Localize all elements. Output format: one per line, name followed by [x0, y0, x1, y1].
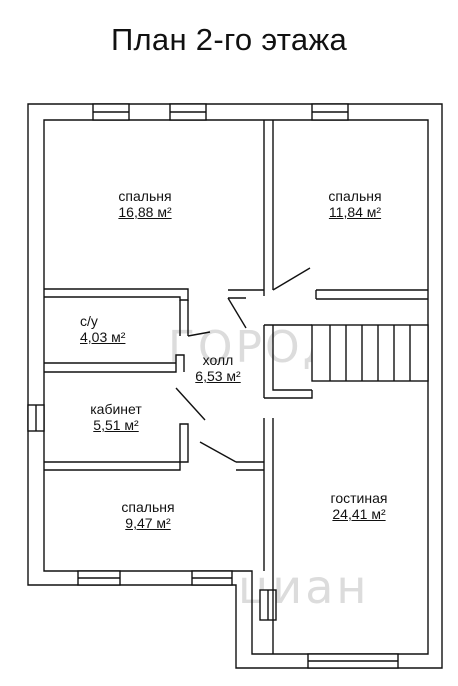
staircase — [311, 324, 429, 382]
room-area: 24,41 м² — [332, 506, 386, 522]
window-left — [27, 404, 45, 432]
window-top-3 — [311, 103, 349, 121]
wall-bedrooms-divider — [263, 120, 274, 296]
room-living: гостиная 24,41 м² — [314, 490, 404, 522]
room-area: 6,53 м² — [195, 368, 241, 384]
door-swing-bathroom — [187, 331, 211, 337]
wall-bedroom1-bottom — [44, 288, 189, 301]
room-hall: холл 6,53 м² — [188, 352, 248, 384]
wall-office-bottom — [44, 423, 189, 471]
wall-hall-top — [228, 289, 264, 299]
wall-hall-left — [179, 300, 189, 336]
wall-bedroom2-bottom — [315, 289, 428, 300]
room-name: спальня — [328, 188, 382, 204]
room-name: холл — [202, 352, 234, 368]
door-swing-bedroom2 — [272, 267, 311, 291]
room-area: 16,88 м² — [118, 204, 172, 220]
room-office: кабинет 5,51 м² — [76, 401, 156, 433]
window-bottom-1 — [77, 570, 121, 586]
room-name: с/у — [80, 313, 98, 329]
window-bottom-2 — [191, 570, 233, 586]
window-top-2 — [169, 103, 207, 121]
wall-hall-bottom — [236, 461, 264, 471]
window-step — [259, 589, 277, 621]
room-area: 11,84 м² — [328, 204, 382, 220]
room-name: спальня — [118, 188, 172, 204]
outer-wall-outer — [27, 103, 443, 669]
window-top-1 — [92, 103, 130, 121]
wall-living-left — [263, 418, 274, 654]
room-bedroom-3: спальня 9,47 м² — [108, 499, 188, 531]
room-area: 4,03 м² — [80, 329, 126, 345]
room-area: 9,47 м² — [125, 515, 171, 531]
window-bottom-3 — [307, 653, 399, 669]
room-bedroom-2: спальня 11,84 м² — [310, 188, 400, 220]
door-swing-bedroom3 — [199, 441, 237, 463]
plan-title: План 2-го этажа — [110, 22, 348, 57]
outer-wall-inner — [43, 119, 429, 655]
wall-bathroom-bottom — [44, 354, 185, 373]
room-bathroom: с/у 4,03 м² — [80, 313, 140, 345]
room-name: кабинет — [90, 401, 142, 417]
door-swing-office — [175, 387, 206, 421]
room-area: 5,51 м² — [93, 417, 139, 433]
room-name: спальня — [121, 499, 175, 515]
wall-stairwell — [263, 324, 313, 399]
door-swing-bedroom1 — [227, 297, 247, 329]
room-bedroom-1: спальня 16,88 м² — [100, 188, 190, 220]
room-name: гостиная — [330, 490, 388, 506]
